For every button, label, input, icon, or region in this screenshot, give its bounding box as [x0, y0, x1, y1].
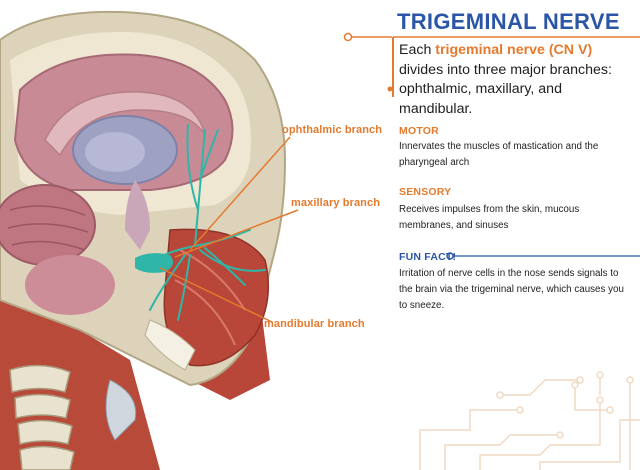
ophthalmic-branch-label: ophthalmic branch	[282, 124, 383, 136]
intro-highlight: trigeminal nerve (CN V)	[435, 42, 593, 58]
sensory-description: Receives impulses from the skin, mucous …	[399, 204, 580, 231]
intro-paragraph: Each trigeminal nerve (CN V) divides int…	[399, 41, 635, 119]
mandibular-branch-label: mandibular branch	[264, 318, 365, 330]
anatomy-drawing	[0, 10, 299, 470]
intro-text-end: divides into three major branches: ophth…	[399, 61, 612, 117]
maxillary-branch-label: maxillary branch	[291, 197, 381, 209]
motor-heading: MOTOR	[399, 125, 439, 137]
fun-fact-heading: FUN FACT!	[399, 251, 457, 263]
motor-description: Innervates the muscles of mastication an…	[399, 141, 599, 168]
intro-text-start: Each	[399, 42, 436, 58]
sensory-heading: SENSORY	[399, 186, 452, 198]
skull-cross-section-illustration	[0, 10, 299, 470]
fun-fact-description: Irritation of nerve cells in the nose se…	[399, 268, 624, 311]
page-title: TRIGEMINAL NERVE	[397, 9, 620, 34]
